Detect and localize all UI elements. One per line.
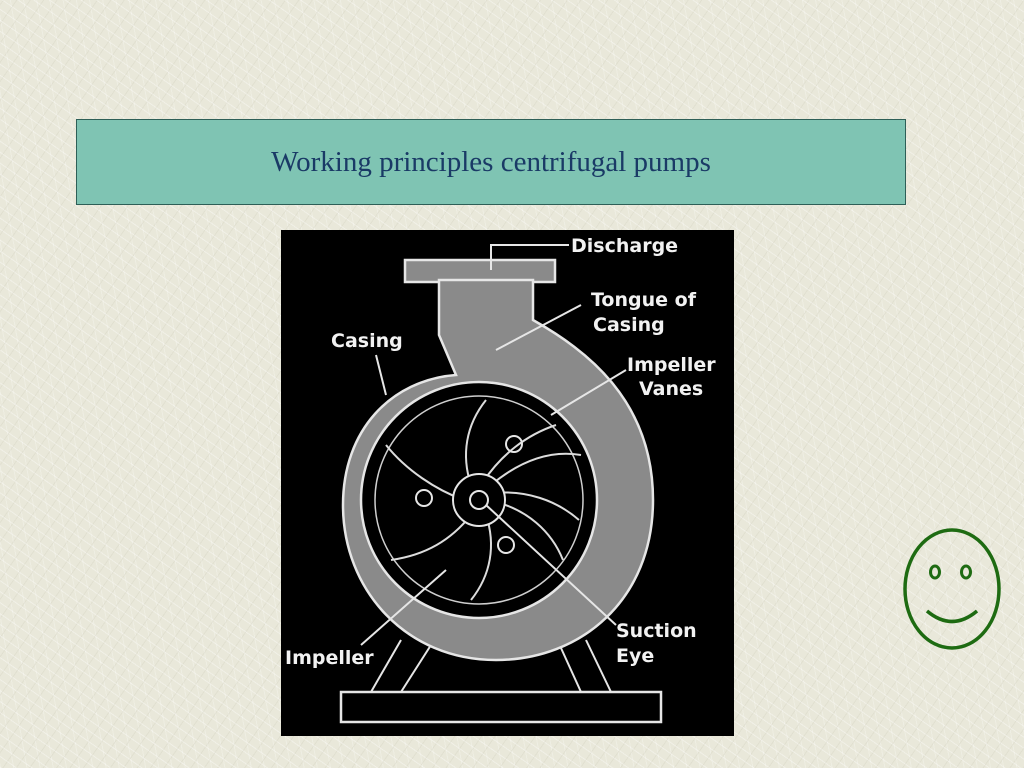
pump-leg-right-inner [560, 647, 582, 693]
label-suction-eye-line1: Suction [616, 620, 697, 642]
label-impeller: Impeller [285, 647, 374, 669]
discharge-flange [403, 258, 557, 284]
slide-title: Working principles centrifugal pumps [271, 145, 711, 178]
pump-base [339, 690, 663, 724]
balance-hole [505, 435, 523, 453]
label-discharge: Discharge [571, 235, 678, 257]
pump-diagram-svg: Discharge Tongue of Casing Casing Impell… [285, 235, 716, 724]
slide-title-box: Working principles centrifugal pumps [76, 119, 906, 205]
balance-hole [415, 489, 433, 507]
impeller-rim [374, 395, 584, 605]
label-impeller-vanes-line1: Impeller [627, 354, 716, 376]
balance-hole [497, 536, 515, 554]
label-tongue-of-casing-line1: Tongue of [591, 289, 697, 311]
label-casing: Casing [331, 330, 403, 352]
label-impeller-vanes-line2: Vanes [639, 378, 703, 400]
pump-diagram: Discharge Tongue of Casing Casing Impell… [281, 230, 734, 736]
pump-leg-left-outer [370, 639, 402, 693]
smiley-face-icon [900, 526, 1004, 652]
label-leaders [360, 244, 627, 646]
suction-eye [452, 473, 506, 527]
label-suction-eye-line2: Eye [616, 645, 654, 667]
pump-leg-right-outer [585, 639, 612, 693]
impeller-hub [469, 490, 489, 510]
pump-leg-left-inner [400, 644, 432, 693]
label-tongue-of-casing-line2: Casing [593, 314, 665, 336]
